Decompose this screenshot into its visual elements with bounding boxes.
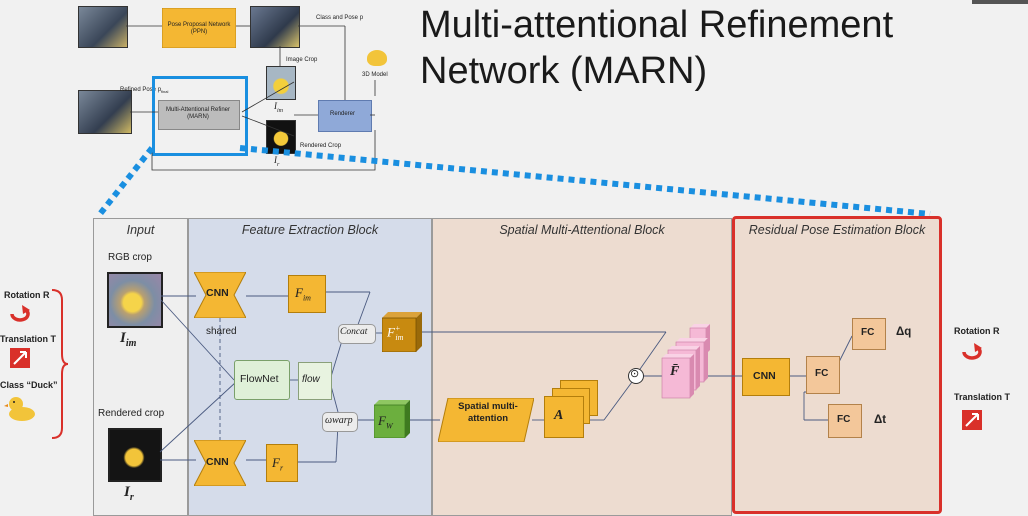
fc-top-block: [852, 318, 886, 350]
rendered-crop-label-input: Rendered crop: [98, 408, 165, 419]
fc-bottom-block: [828, 404, 862, 438]
residual-cnn-label: CNN: [753, 370, 776, 382]
duck-model-icon: [367, 50, 387, 66]
right-rotation-arrow-icon: [962, 343, 982, 360]
concat-label: Concat: [340, 327, 368, 337]
class-pose-label: Class and Pose p: [316, 15, 364, 21]
flow-label: flow: [302, 374, 320, 385]
right-translation-arrows-icon: [962, 410, 982, 430]
f-r-symbol: Fr: [272, 455, 284, 473]
attention-a-symbol: A: [554, 408, 564, 423]
rgb-crop-label: RGB crop: [108, 252, 152, 263]
cnn-top-label: CNN: [206, 287, 229, 299]
detection-image-thumb: [250, 6, 300, 48]
left-translation-label: Translation T: [0, 334, 57, 344]
title-line-1: Multi-attentional Refinement: [420, 4, 894, 46]
presenter-webcam-thumb: [972, 0, 1028, 4]
duck-icon: [4, 397, 35, 421]
im-crop-thumb: [266, 66, 296, 100]
rgb-crop-image: [107, 272, 163, 328]
overview-i-im: Iim: [274, 101, 283, 114]
marn-highlight-box: [152, 76, 248, 156]
rendered-crop-symbol: Ir: [124, 484, 134, 503]
rendered-crop-thumb: [266, 120, 296, 154]
overview-connectors: [126, 25, 376, 171]
delta-t-label: Δt: [874, 414, 887, 426]
fc-bottom-label: FC: [837, 414, 851, 425]
f-bar-cube-stack: [661, 324, 710, 399]
odot-symbol: ⊙: [630, 368, 640, 380]
overview-diagram: Pose Proposal Network (PPN) Class and Po…: [70, 0, 390, 178]
warp-label: ωwarp: [325, 415, 353, 426]
refined-pose-label: Refined Pose pfinal: [120, 87, 169, 95]
f-im-plus-cube: [382, 312, 422, 352]
renderer-box: [318, 100, 372, 132]
rendered-crop-label: Rendered Crop: [300, 143, 342, 149]
rotation-arrow-icon: [10, 305, 30, 322]
image-crop-label: Image Crop: [286, 57, 318, 63]
fc-top-label: FC: [861, 327, 875, 338]
flow-block: [298, 362, 332, 400]
cnn-top-block: [194, 272, 246, 318]
flownet-label: FlowNet: [240, 373, 279, 385]
rendered-crop-image: [108, 428, 162, 482]
spatial-multi-attention-label: Spatial multi-attention: [458, 401, 518, 424]
slide-title: Multi-attentional Refinement Network (MA…: [420, 2, 1020, 94]
ppn-trapezoid: [162, 8, 236, 48]
flownet-block: [234, 360, 290, 400]
right-rotation-label: Rotation R: [954, 326, 1000, 336]
left-class-label: Class “Duck”: [0, 380, 58, 390]
cnn-bottom-block: [194, 440, 246, 486]
marn-label: Multi-Attentional Refiner (MARN): [165, 107, 231, 120]
concat-node: [338, 324, 376, 344]
translation-arrows-icon: [10, 348, 30, 368]
spatial-panel-title: Spatial Multi-Attentional Block: [499, 223, 665, 237]
right-sidebar: Rotation R Translation T: [948, 322, 1028, 442]
residual-cnn-block: [742, 358, 790, 396]
refined-image-thumb: [78, 90, 132, 134]
shared-label: shared: [206, 326, 237, 337]
input-panel-title: Input: [126, 223, 155, 237]
marn-grey-box: [158, 100, 240, 130]
input-image-thumb: [78, 6, 128, 48]
title-line-2: Network (MARN): [420, 50, 708, 92]
left-rotation-label: Rotation R: [4, 290, 50, 300]
warp-node: [322, 412, 358, 432]
rgb-crop-symbol: Iim: [120, 330, 137, 349]
model-label: 3D Model: [362, 72, 388, 78]
f-im-plus-symbol: F+im: [387, 324, 404, 342]
elementwise-product-node: [628, 368, 644, 384]
feature-panel-title: Feature Extraction Block: [241, 223, 379, 237]
delta-q-label: Δq: [896, 326, 912, 338]
left-red-bracket: [51, 289, 69, 439]
residual-panel-title: Residual Pose Estimation Block: [748, 223, 926, 237]
fc-main-label: FC: [815, 368, 829, 379]
ppn-label: Pose Proposal Network (PPN): [167, 22, 231, 35]
f-w-symbol: FW: [378, 413, 393, 431]
attention-stack-front: [544, 396, 584, 438]
f-w-cube: [374, 400, 410, 438]
f-im-block: [288, 275, 326, 313]
right-translation-label: Translation T: [954, 392, 1011, 402]
f-bar-symbol: F̄: [670, 364, 680, 379]
spatial-multi-attention-block: [438, 398, 534, 442]
left-sidebar: Rotation R Translation T Class “Duck”: [0, 286, 70, 446]
f-r-block: [266, 444, 298, 482]
f-im-symbol: Fim: [295, 285, 311, 303]
cnn-bottom-label: CNN: [206, 456, 229, 468]
fc-main-block: [806, 356, 840, 394]
overview-i-r: Ir: [274, 155, 280, 168]
renderer-label: Renderer: [330, 111, 356, 117]
